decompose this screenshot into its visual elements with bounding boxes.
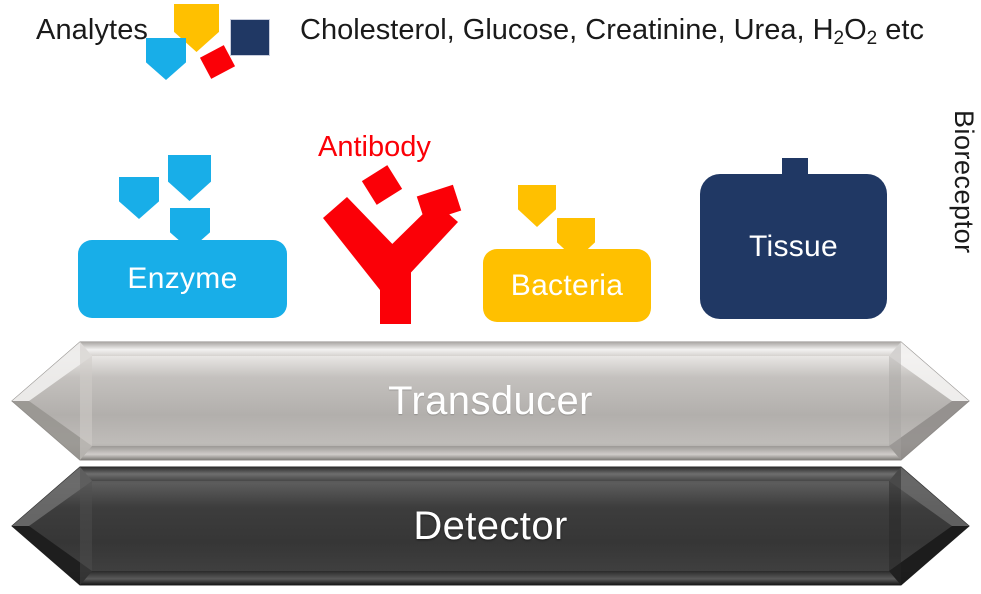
transducer-label: Transducer xyxy=(388,378,593,423)
tissue-bound-marker-icon xyxy=(782,158,808,174)
enzyme-free-marker-icon-1 xyxy=(168,155,211,201)
bacteria-free-marker-icon xyxy=(518,185,556,227)
analytes-label: Analytes xyxy=(36,14,149,46)
antibody-y-shape-icon[interactable] xyxy=(320,180,470,325)
receptor-label-enzyme: Enzyme xyxy=(127,262,238,295)
detector-banner[interactable]: Detector xyxy=(8,462,973,590)
detector-arrow-shape xyxy=(11,466,970,586)
enzyme-free-marker-icon-2 xyxy=(119,177,159,219)
receptor-label-tissue: Tissue xyxy=(748,229,839,263)
analytes-sub-h2: 2 xyxy=(833,28,845,49)
antibody-label: Antibody xyxy=(318,131,431,163)
receptor-label-bacteria: Bacteria xyxy=(510,268,624,302)
analytes-sub-o2: 2 xyxy=(866,28,878,49)
receptor-block-bacteria[interactable]: Bacteria xyxy=(483,249,651,322)
analytes-examples-tail: etc xyxy=(877,14,924,46)
analyte-pentagon-cyan-icon xyxy=(146,38,186,80)
analytes-examples-mid: O xyxy=(844,14,867,46)
analytes-examples-text: Cholesterol, Glucose, Creatinine, Urea, … xyxy=(300,14,924,49)
transducer-arrow-shape xyxy=(11,341,970,461)
analyte-square-navy-icon xyxy=(230,19,270,56)
receptor-block-enzyme[interactable]: Enzyme xyxy=(78,240,287,318)
transducer-banner[interactable]: Transducer xyxy=(8,338,973,464)
bioreceptor-label: Bioreceptor xyxy=(949,110,979,254)
receptor-block-tissue[interactable]: Tissue xyxy=(700,174,887,319)
detector-label: Detector xyxy=(413,503,568,548)
analytes-examples-head: Cholesterol, Glucose, Creatinine, Urea, … xyxy=(300,14,834,46)
